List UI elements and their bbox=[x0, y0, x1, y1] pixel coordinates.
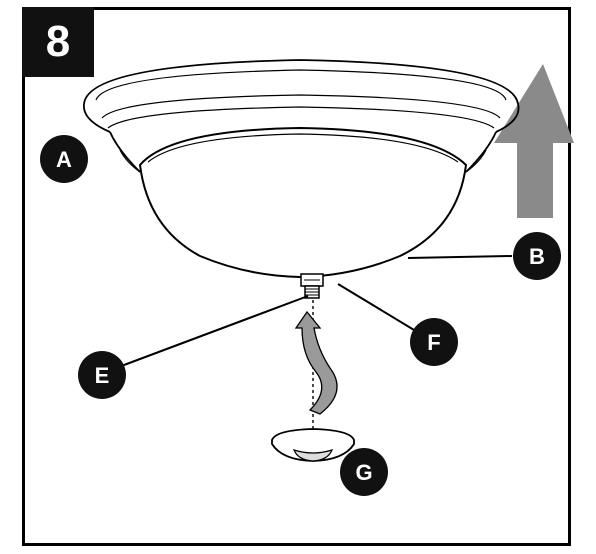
step-number-badge: 8 bbox=[22, 7, 94, 77]
callout-g: G bbox=[340, 448, 388, 496]
callout-f-label: F bbox=[427, 330, 440, 355]
leader-lines bbox=[115, 255, 513, 369]
figure-frame bbox=[22, 7, 571, 546]
callout-e: E bbox=[78, 351, 126, 399]
threaded-rod-and-nut bbox=[300, 273, 324, 299]
canopy-trim-ring bbox=[83, 59, 520, 173]
callout-e-label: E bbox=[95, 363, 110, 388]
callout-b-label: B bbox=[529, 244, 545, 269]
callout-b: B bbox=[513, 232, 561, 280]
callout-a: A bbox=[40, 135, 88, 183]
finial-cap bbox=[271, 428, 355, 462]
callout-a-label: A bbox=[56, 147, 72, 172]
callout-f: F bbox=[410, 318, 458, 366]
glass-bowl bbox=[138, 126, 468, 279]
twist-arrow-icon bbox=[294, 310, 338, 415]
callout-g-label: G bbox=[355, 460, 372, 485]
up-arrow-icon bbox=[494, 64, 574, 218]
